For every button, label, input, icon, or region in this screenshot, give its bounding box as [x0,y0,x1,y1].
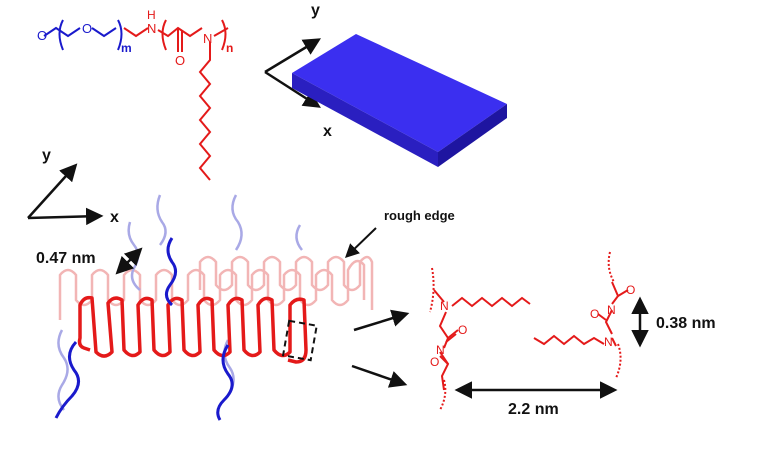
molecular-detail-right [533,251,629,379]
amide-hydrogen: H [147,8,156,22]
axis-mid-y-label: y [42,147,51,164]
peg-chains-front [54,237,234,421]
block-copolymer-structure: O O m N H O N n [37,8,233,181]
spacing-22-label: 2.2 nm [508,401,559,418]
peg-oxygen-1: O [37,28,47,43]
axis-top-y-label: y [311,2,320,19]
spacing-047-label: 0.47 nm [36,250,96,267]
detail-left-n1: N [440,299,449,313]
nanosheet-side-face [438,104,507,167]
peg-chains-faded [57,194,303,411]
zoom-arrows [351,309,410,388]
axis-mid-x-label: x [110,209,119,226]
rough-edge-label: rough edge [384,208,455,223]
peg-oxygen-2: O [82,21,92,36]
highlight-dashed-box [281,319,318,362]
spacing-038-label: 0.38 nm [656,315,716,332]
nanosheet-front-face [292,73,438,167]
peg-repeat-m: m [121,41,132,55]
axis-top-x-label: x [323,123,332,140]
spacing-047-arrow [115,247,143,275]
detail-right-o1: O [626,283,635,297]
axes-top [264,38,321,108]
peptoid-repeat-n: n [226,41,233,55]
nanosheet-top-face [292,34,507,152]
detail-right-o2: O [590,307,599,321]
detail-left-n2: N [436,343,445,357]
molecular-detail-left [429,267,531,411]
folded-chain-front-layer [77,295,308,364]
axes-mid [27,163,104,226]
amide-nitrogen: N [147,21,156,36]
folded-chain-back-right [198,255,374,310]
peg-block [43,19,123,51]
nanosheet-3d [292,34,507,167]
detail-right-n2: N [604,335,613,349]
detail-right-n1: N [607,303,616,317]
peptoid-nitrogen: N [203,31,212,46]
peptoid-block [123,19,229,181]
detail-left-o1: O [458,323,467,337]
rough-edge-arrow [344,227,377,258]
detail-left-o2: O [430,355,439,369]
carbonyl-oxygen: O [175,53,185,68]
